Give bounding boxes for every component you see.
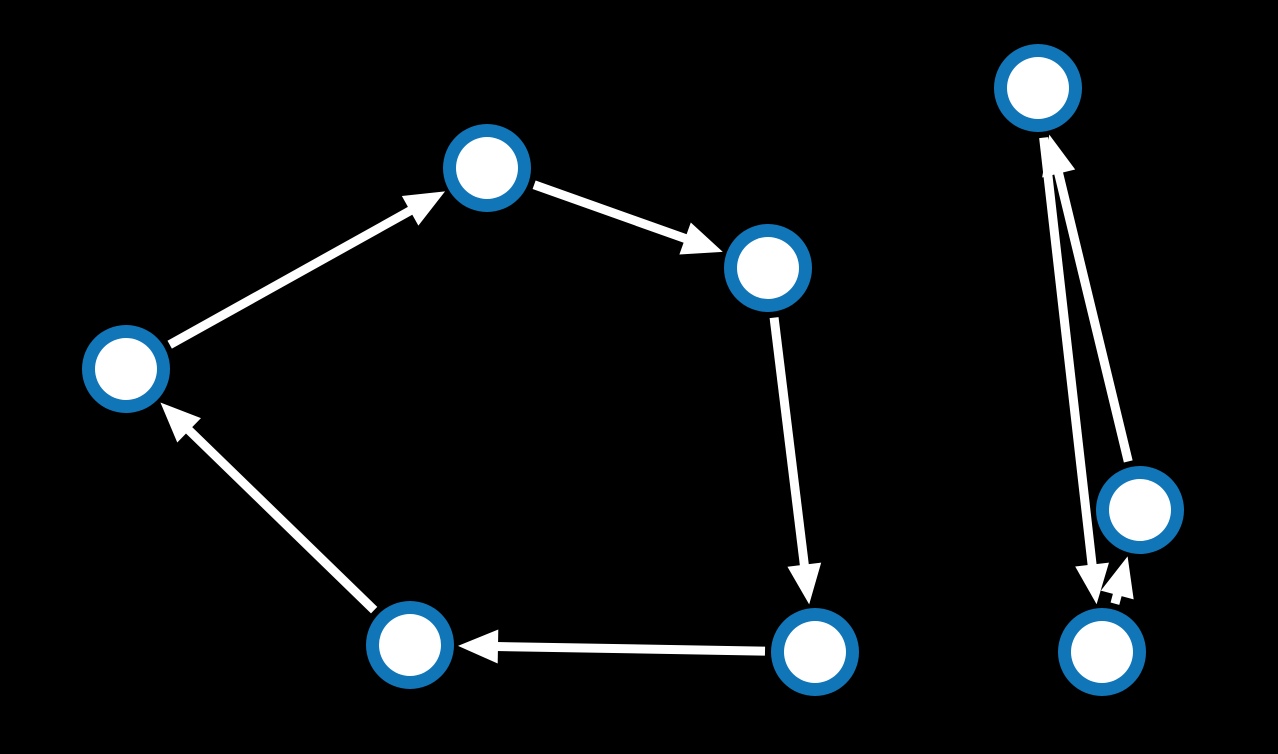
graph-edge-n2-to-n3 <box>532 180 723 255</box>
edge-layer <box>160 134 1134 664</box>
graph-node-n4[interactable] <box>994 44 1082 132</box>
node-core <box>1109 479 1171 541</box>
arrowhead-icon <box>160 402 201 443</box>
node-core <box>456 137 518 199</box>
graph-node-n6[interactable] <box>1058 608 1146 696</box>
graph-node-n8[interactable] <box>366 601 454 689</box>
edge-line <box>495 641 766 656</box>
edge-line <box>184 425 378 614</box>
node-core <box>1071 621 1133 683</box>
graph-node-n5[interactable] <box>1096 466 1184 554</box>
arrowhead-icon <box>1075 562 1109 605</box>
graph-edge-n4-to-n6 <box>1039 137 1109 605</box>
graph-edge-n1-to-n2 <box>167 191 446 349</box>
node-core <box>1007 57 1069 119</box>
arrowhead-icon <box>457 629 499 664</box>
graph-node-n7[interactable] <box>771 608 859 696</box>
arrowhead-icon <box>679 222 723 255</box>
graph-edge-n5-to-n4 <box>1042 134 1133 463</box>
edge-line <box>532 180 689 244</box>
edge-line <box>769 317 810 568</box>
graph-node-n2[interactable] <box>443 124 531 212</box>
edge-line <box>1053 170 1133 463</box>
graph-edge-n8-to-n1 <box>160 402 378 614</box>
arrowhead-icon <box>401 191 446 226</box>
edge-line <box>167 205 415 349</box>
graph-node-n1[interactable] <box>82 325 170 413</box>
graph-edge-n6-to-n5 <box>1100 556 1134 605</box>
node-core <box>737 237 799 299</box>
arrowhead-icon <box>1042 134 1076 178</box>
node-core <box>95 338 157 400</box>
graph-edge-n3-to-n7 <box>769 317 822 605</box>
arrowhead-icon <box>787 562 822 605</box>
node-layer <box>82 44 1184 696</box>
node-core <box>379 614 441 676</box>
arrowhead-icon <box>1100 556 1134 600</box>
edge-line <box>1039 137 1097 568</box>
graph-node-n3[interactable] <box>724 224 812 312</box>
graph-edge-n7-to-n8 <box>457 629 766 664</box>
node-core <box>784 621 846 683</box>
